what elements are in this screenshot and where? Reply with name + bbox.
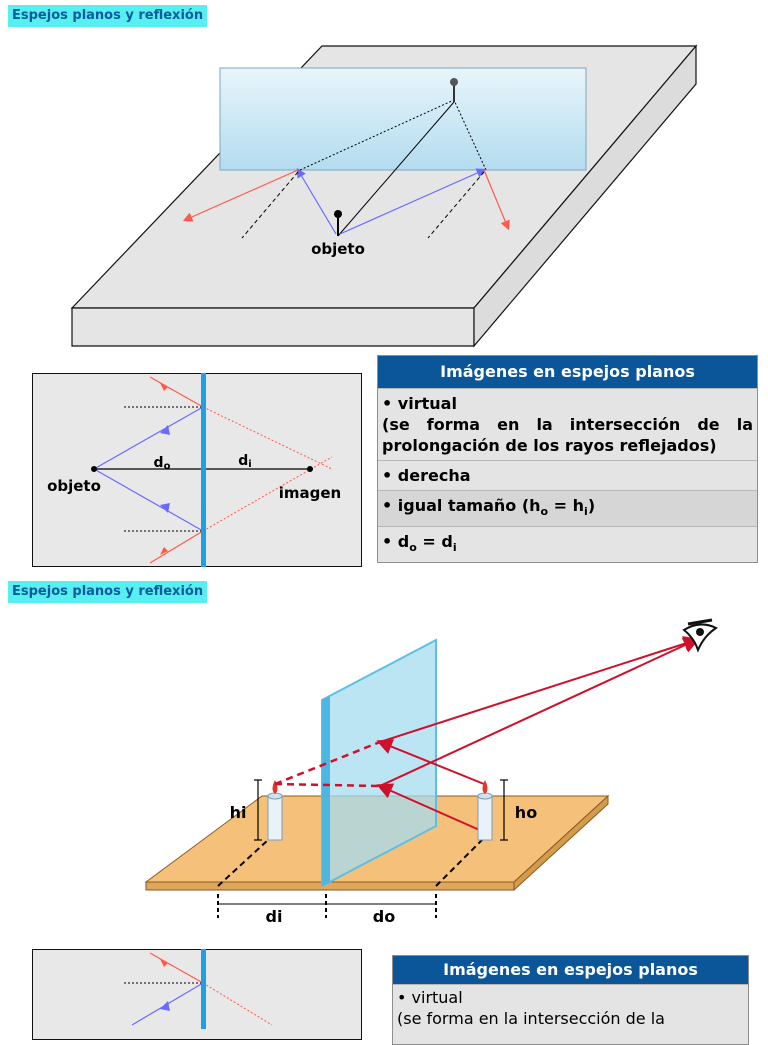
row-virtual: • virtual (se forma en la intersección d…	[378, 388, 757, 460]
section-title: Espejos planos y reflexión	[8, 5, 208, 27]
slab-front	[71, 307, 475, 347]
svg-text:di: di	[238, 453, 251, 470]
ray-diagram: do di objeto imagen	[32, 373, 362, 567]
object-point	[91, 466, 97, 472]
row-distance: • do = di	[378, 526, 757, 562]
incident-ray-left	[296, 167, 337, 235]
image-label-2d: imagen	[279, 484, 341, 502]
image-point	[307, 466, 313, 472]
di-label: di	[266, 907, 283, 926]
section-title-2: Espejos planos y reflexión	[8, 581, 208, 603]
candle	[477, 795, 493, 841]
row-same-size: • igual tamaño (ho = hi)	[378, 490, 757, 527]
reflected-ray-right	[483, 169, 510, 231]
row-virtual-2: • virtual (se forma en la intersección d…	[393, 984, 748, 1033]
candle-mirror-diagram: hi ho di do	[144, 618, 718, 926]
row-upright: • derecha	[378, 460, 757, 490]
reflected-ray-bottom	[379, 637, 700, 787]
do-label: do	[373, 907, 395, 926]
table-header-2: Imágenes en espejos planos	[393, 956, 748, 984]
ray-diagram-2	[32, 949, 362, 1040]
object-label-2d: objeto	[47, 477, 101, 495]
mirror-plane	[219, 67, 587, 171]
ho-label: ho	[515, 803, 537, 822]
incident-ray-right	[339, 168, 487, 235]
table-header: Imágenes en espejos planos	[378, 356, 757, 388]
slab-side	[473, 44, 697, 348]
reflected-ray-top	[379, 636, 700, 743]
mirror-line	[201, 373, 206, 567]
object-label: objeto	[311, 240, 365, 258]
properties-table: Imágenes en espejos planos • virtual (se…	[377, 355, 758, 564]
eye-icon	[682, 618, 718, 653]
svg-text:do: do	[154, 455, 171, 472]
properties-table-2: Imágenes en espejos planos • virtual (se…	[392, 955, 749, 1045]
perspective-mirror-diagram: objeto	[70, 44, 698, 348]
hi-label: hi	[230, 803, 247, 822]
virtual-image-pin	[450, 78, 458, 86]
incident-ray-bottom	[376, 783, 485, 833]
incident-ray-top	[376, 739, 485, 785]
object-pin	[334, 210, 342, 218]
reflected-ray-left	[182, 169, 299, 222]
